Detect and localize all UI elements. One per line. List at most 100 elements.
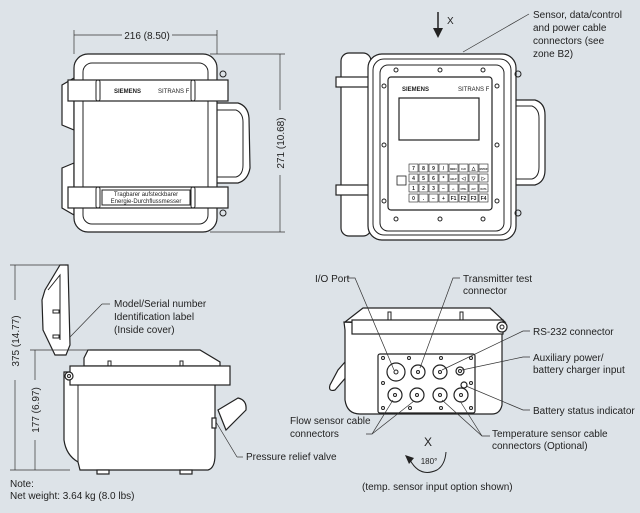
keypad-key (408, 173, 419, 183)
keypad-key-label: F4 (481, 196, 487, 202)
aux-power-label: Auxiliary power/ (533, 353, 604, 364)
width-dimension: 216 (8.50) (124, 31, 170, 42)
keypad-key (428, 173, 439, 183)
arrow-down-icon (433, 28, 443, 38)
aux-power-label: battery charger input (533, 365, 625, 376)
temp-sensor-connector (453, 387, 469, 403)
keypad-key-label: . (423, 196, 425, 202)
keypad-key (478, 173, 489, 183)
keypad-key (418, 173, 429, 183)
aux-power-connector (455, 366, 465, 376)
display-screen (398, 97, 480, 141)
keypad-key (428, 163, 439, 173)
keypad-key (438, 193, 449, 203)
keypad-key (468, 163, 479, 173)
keypad-key-label: DATA (480, 188, 486, 191)
keypad-key-label: 5 (422, 176, 425, 182)
keypad-key (478, 193, 489, 203)
flow-sensor-connector (387, 387, 403, 403)
keypad-key (448, 163, 459, 173)
keypad-key (438, 183, 449, 193)
keypad-key-label: 8 (422, 166, 425, 172)
keypad-key-label: ◁ (461, 176, 466, 182)
latch-band (351, 319, 504, 335)
io-port-connector (386, 362, 406, 382)
flow-sensor-label: connectors (290, 429, 339, 440)
keypad-key-label: F1 (451, 196, 457, 202)
view-marker: X (447, 16, 454, 27)
keypad-key (428, 193, 439, 203)
keypad-key (468, 193, 479, 203)
panel-screws (381, 356, 473, 410)
power-icon (396, 175, 407, 186)
latch-band (69, 365, 231, 386)
id-label-line: Identification label (114, 312, 194, 323)
view-marker: X (424, 435, 432, 449)
keypad-key-label: 3 (432, 186, 435, 192)
handle (217, 397, 247, 432)
top-cover (83, 349, 221, 367)
keypad-key (448, 173, 459, 183)
keypad-key-label: * (443, 176, 445, 182)
keypad-key-label: F2 (461, 196, 467, 202)
keypad-key (408, 163, 419, 173)
callout-line: zone B2) (533, 49, 573, 60)
keypad-key (458, 173, 469, 183)
callout-line: Sensor, data/control (533, 10, 622, 21)
keypad-key-label: 2 (422, 186, 425, 192)
battery-status-label: Battery status indicator (533, 406, 635, 417)
product-label: SITRANS F (458, 87, 490, 93)
rs232-connector (432, 364, 448, 380)
keypad-key-label: − (432, 196, 435, 202)
keypad-key (448, 193, 459, 203)
note-text: Net weight: 3.64 kg (8.0 lbs) (10, 491, 135, 502)
keypad-key-label: − (442, 186, 445, 192)
keypad-key-label: 7 (412, 166, 415, 172)
keypad-key-label: 6 (432, 176, 435, 182)
keypad-key (468, 173, 479, 183)
front-closed-view: SIEMENS SITRANS F Tragbarer aufsteckbare… (61, 30, 287, 233)
height-dimension: 271 (10.68) (276, 117, 287, 168)
keypad-key (458, 163, 469, 173)
leader-line (69, 303, 103, 338)
test-connector-label: connector (463, 286, 508, 297)
keypad-key-label: 4 (412, 176, 415, 182)
caption: (temp. sensor input option shown) (362, 482, 513, 493)
handle (513, 99, 546, 186)
keypad-key-label: ENTER (480, 169, 488, 171)
test-connector-label: Transmitter test (463, 274, 532, 285)
keypad-key (458, 183, 469, 193)
label-line: Tragbarer aufsteckbarer (114, 192, 178, 198)
rotation-arrow-icon (409, 451, 447, 473)
keypad-key-label: MENU (450, 169, 457, 171)
total-height-dimension: 375 (14.77) (11, 315, 22, 366)
keypad-key (458, 193, 469, 203)
flow-sensor-label: Flow sensor cable (290, 416, 371, 427)
body-height-dimension: 177 (6.97) (31, 387, 42, 433)
leader-line (462, 13, 530, 53)
keypad-key (438, 163, 449, 173)
pressure-relief-valve-label: Pressure relief valve (246, 452, 337, 463)
flow-sensor-connector (409, 387, 425, 403)
io-port-label: I/O Port (315, 274, 350, 285)
keypad-key-label: ▷ (481, 176, 487, 182)
callout-line: and power cable (533, 23, 607, 34)
keypad-key-label: △ (471, 166, 476, 172)
handle (328, 360, 349, 392)
keypad-key-label: +/- (452, 189, 455, 191)
id-label-line: Model/Serial number (114, 299, 207, 310)
keypad-key (408, 183, 419, 193)
rs232-label: RS-232 connector (533, 327, 614, 338)
keypad-key-label: ▽ (471, 176, 476, 182)
product-label: SITRANS F (158, 89, 190, 95)
keypad-key (468, 183, 479, 193)
keypad-key (478, 163, 489, 173)
temp-sensor-label: Temperature sensor cable (492, 429, 608, 440)
brand-label: SIEMENS (114, 89, 141, 95)
callout-line: connectors (see (533, 36, 605, 47)
temp-sensor-connector (432, 387, 448, 403)
keypad-key-label: 9 (432, 166, 435, 172)
keypad-key (418, 163, 429, 173)
